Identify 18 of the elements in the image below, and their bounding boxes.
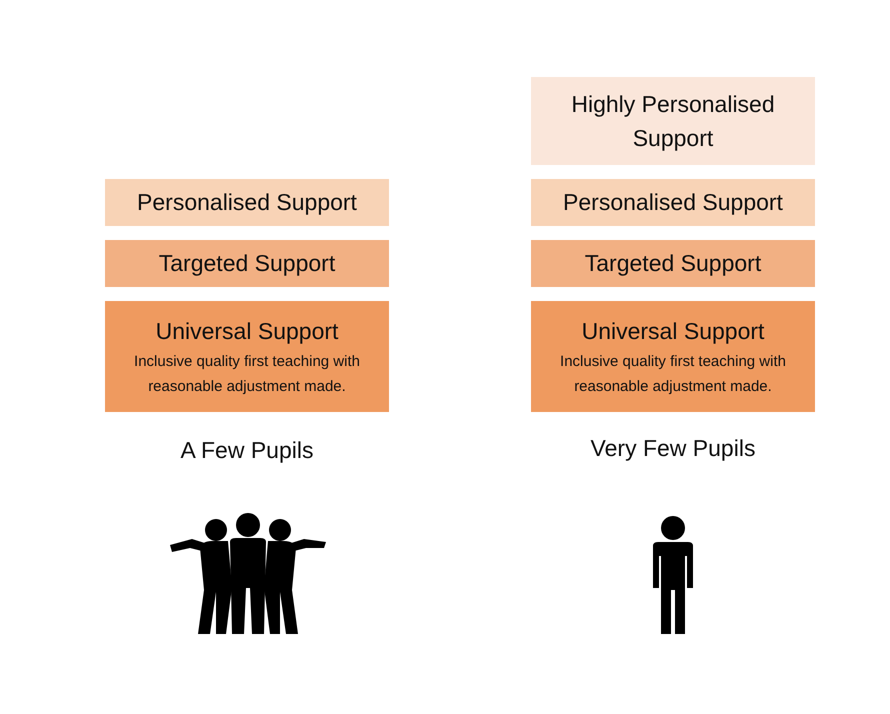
- tier-heading: Universal Support: [580, 316, 766, 346]
- tier-heading: Targeted Support: [584, 249, 762, 278]
- support-tier-box: [531, 77, 815, 165]
- tier-heading: Universal Support: [154, 316, 340, 346]
- tier-heading: Targeted Support: [158, 249, 336, 278]
- group-size-label: A Few Pupils: [180, 437, 314, 464]
- support-tier-box: [531, 240, 815, 287]
- support-tier-box: [531, 301, 815, 412]
- tier-description: Inclusive quality first teaching with reasonable adjustment made.: [133, 352, 361, 397]
- support-tier-box: [105, 301, 389, 412]
- group-size-label: Very Few Pupils: [590, 435, 756, 462]
- tier-description: Inclusive quality first teaching with reasonable adjustment made.: [559, 352, 787, 397]
- tier-heading: Highly Personalised Support: [570, 90, 776, 153]
- support-tier-box: [105, 240, 389, 287]
- support-tier-box: [531, 179, 815, 226]
- tier-heading: Personalised Support: [562, 188, 784, 218]
- support-tier-box: [105, 179, 389, 226]
- tier-heading: Personalised Support: [136, 188, 358, 218]
